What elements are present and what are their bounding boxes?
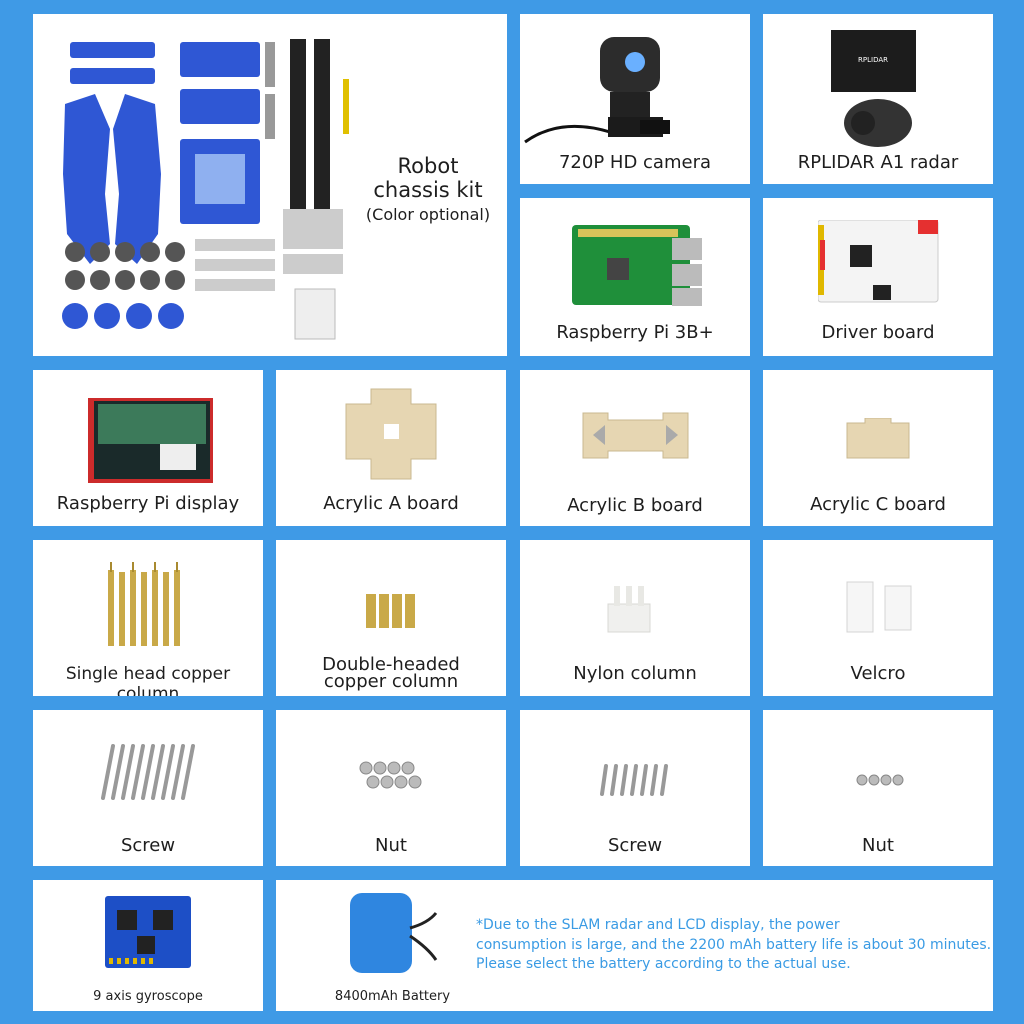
card-single-head-copper-column: Single head copper column <box>33 540 263 696</box>
acrylic-b-board-label: Acrylic B board <box>567 495 703 516</box>
acrylic-b-board-image <box>582 412 689 459</box>
double-headed-copper-column-image <box>366 594 415 628</box>
card-rplidar-radar: RPLIDAR RPLIDAR A1 radar <box>763 14 993 184</box>
card-nut-many: Nut <box>276 710 506 866</box>
screw-short-label: Screw <box>607 835 663 856</box>
acrylic-a-board-label: Acrylic A board <box>323 493 459 514</box>
nut-many-image <box>359 761 422 789</box>
rplidar-radar-image: RPLIDAR <box>831 30 916 147</box>
nut-few-label: Nut <box>862 835 894 856</box>
card-robot-chassis-kit: Robot chassis kit (Color optional) <box>33 14 507 356</box>
gyroscope-label: 9 axis gyroscope <box>93 989 203 1004</box>
card-acrylic-a-board: Acrylic A board <box>276 370 506 526</box>
hd-camera-label: 720P HD camera <box>558 152 711 173</box>
card-battery: 8400mAh Battery *Due to the SLAM radar a… <box>276 880 993 1011</box>
velcro-image <box>846 581 912 633</box>
raspberry-pi-display-label: Raspberry Pi display <box>56 493 240 514</box>
card-driver-board: Driver board <box>763 198 993 356</box>
nylon-column-image <box>607 586 651 633</box>
battery-label: 8400mAh Battery <box>334 989 451 1004</box>
driver-board-label: Driver board <box>821 322 935 343</box>
card-velcro: Velcro <box>763 540 993 696</box>
nut-many-label: Nut <box>375 835 407 856</box>
screw-short-image <box>600 764 668 796</box>
card-hd-camera: 720P HD camera <box>520 14 750 184</box>
robot-chassis-kit-image <box>62 39 349 340</box>
acrylic-a-board-image <box>345 388 437 480</box>
velcro-label: Velcro <box>850 663 906 684</box>
rplidar-radar-label: RPLIDAR A1 radar <box>797 152 959 173</box>
single-head-copper-column-image <box>108 562 180 646</box>
raspberry-pi-display-image <box>88 398 213 483</box>
card-9-axis-gyroscope: 9 axis gyroscope <box>33 880 263 1011</box>
card-raspberry-pi-display: Raspberry Pi display <box>33 370 263 526</box>
nylon-column-label: Nylon column <box>573 663 697 684</box>
card-raspberry-pi-3b: Raspberry Pi 3B+ <box>520 198 750 356</box>
chassis-subtitle: (Color optional) <box>365 205 491 224</box>
radar-box-text: RPLIDAR <box>858 56 888 64</box>
chassis-title: Robot chassis kit <box>373 154 483 202</box>
card-screw-long: Screw <box>33 710 263 866</box>
hd-camera-image <box>524 37 670 144</box>
card-nylon-column: Nylon column <box>520 540 750 696</box>
single-head-copper-column-label: Single head copper column <box>65 664 231 696</box>
acrylic-c-board-image <box>846 418 910 459</box>
card-screw-short: Screw <box>520 710 750 866</box>
card-double-headed-copper-column: Double-headed copper column <box>276 540 506 696</box>
screw-long-image <box>101 744 195 800</box>
nut-few-image <box>856 774 904 786</box>
acrylic-c-board-label: Acrylic C board <box>810 494 946 515</box>
raspberry-pi-label: Raspberry Pi 3B+ <box>556 322 714 343</box>
battery-image <box>350 893 438 973</box>
double-headed-copper-column-label: Double-headed copper column <box>322 654 460 692</box>
card-acrylic-b-board: Acrylic B board <box>520 370 750 526</box>
card-acrylic-c-board: Acrylic C board <box>763 370 993 526</box>
battery-note: *Due to the SLAM radar and LCD display, … <box>476 917 992 972</box>
gyroscope-image <box>105 896 191 968</box>
screw-long-label: Screw <box>120 835 176 856</box>
card-nut-few: Nut <box>763 710 993 866</box>
driver-board-image <box>818 220 939 303</box>
raspberry-pi-board-image <box>572 225 702 306</box>
